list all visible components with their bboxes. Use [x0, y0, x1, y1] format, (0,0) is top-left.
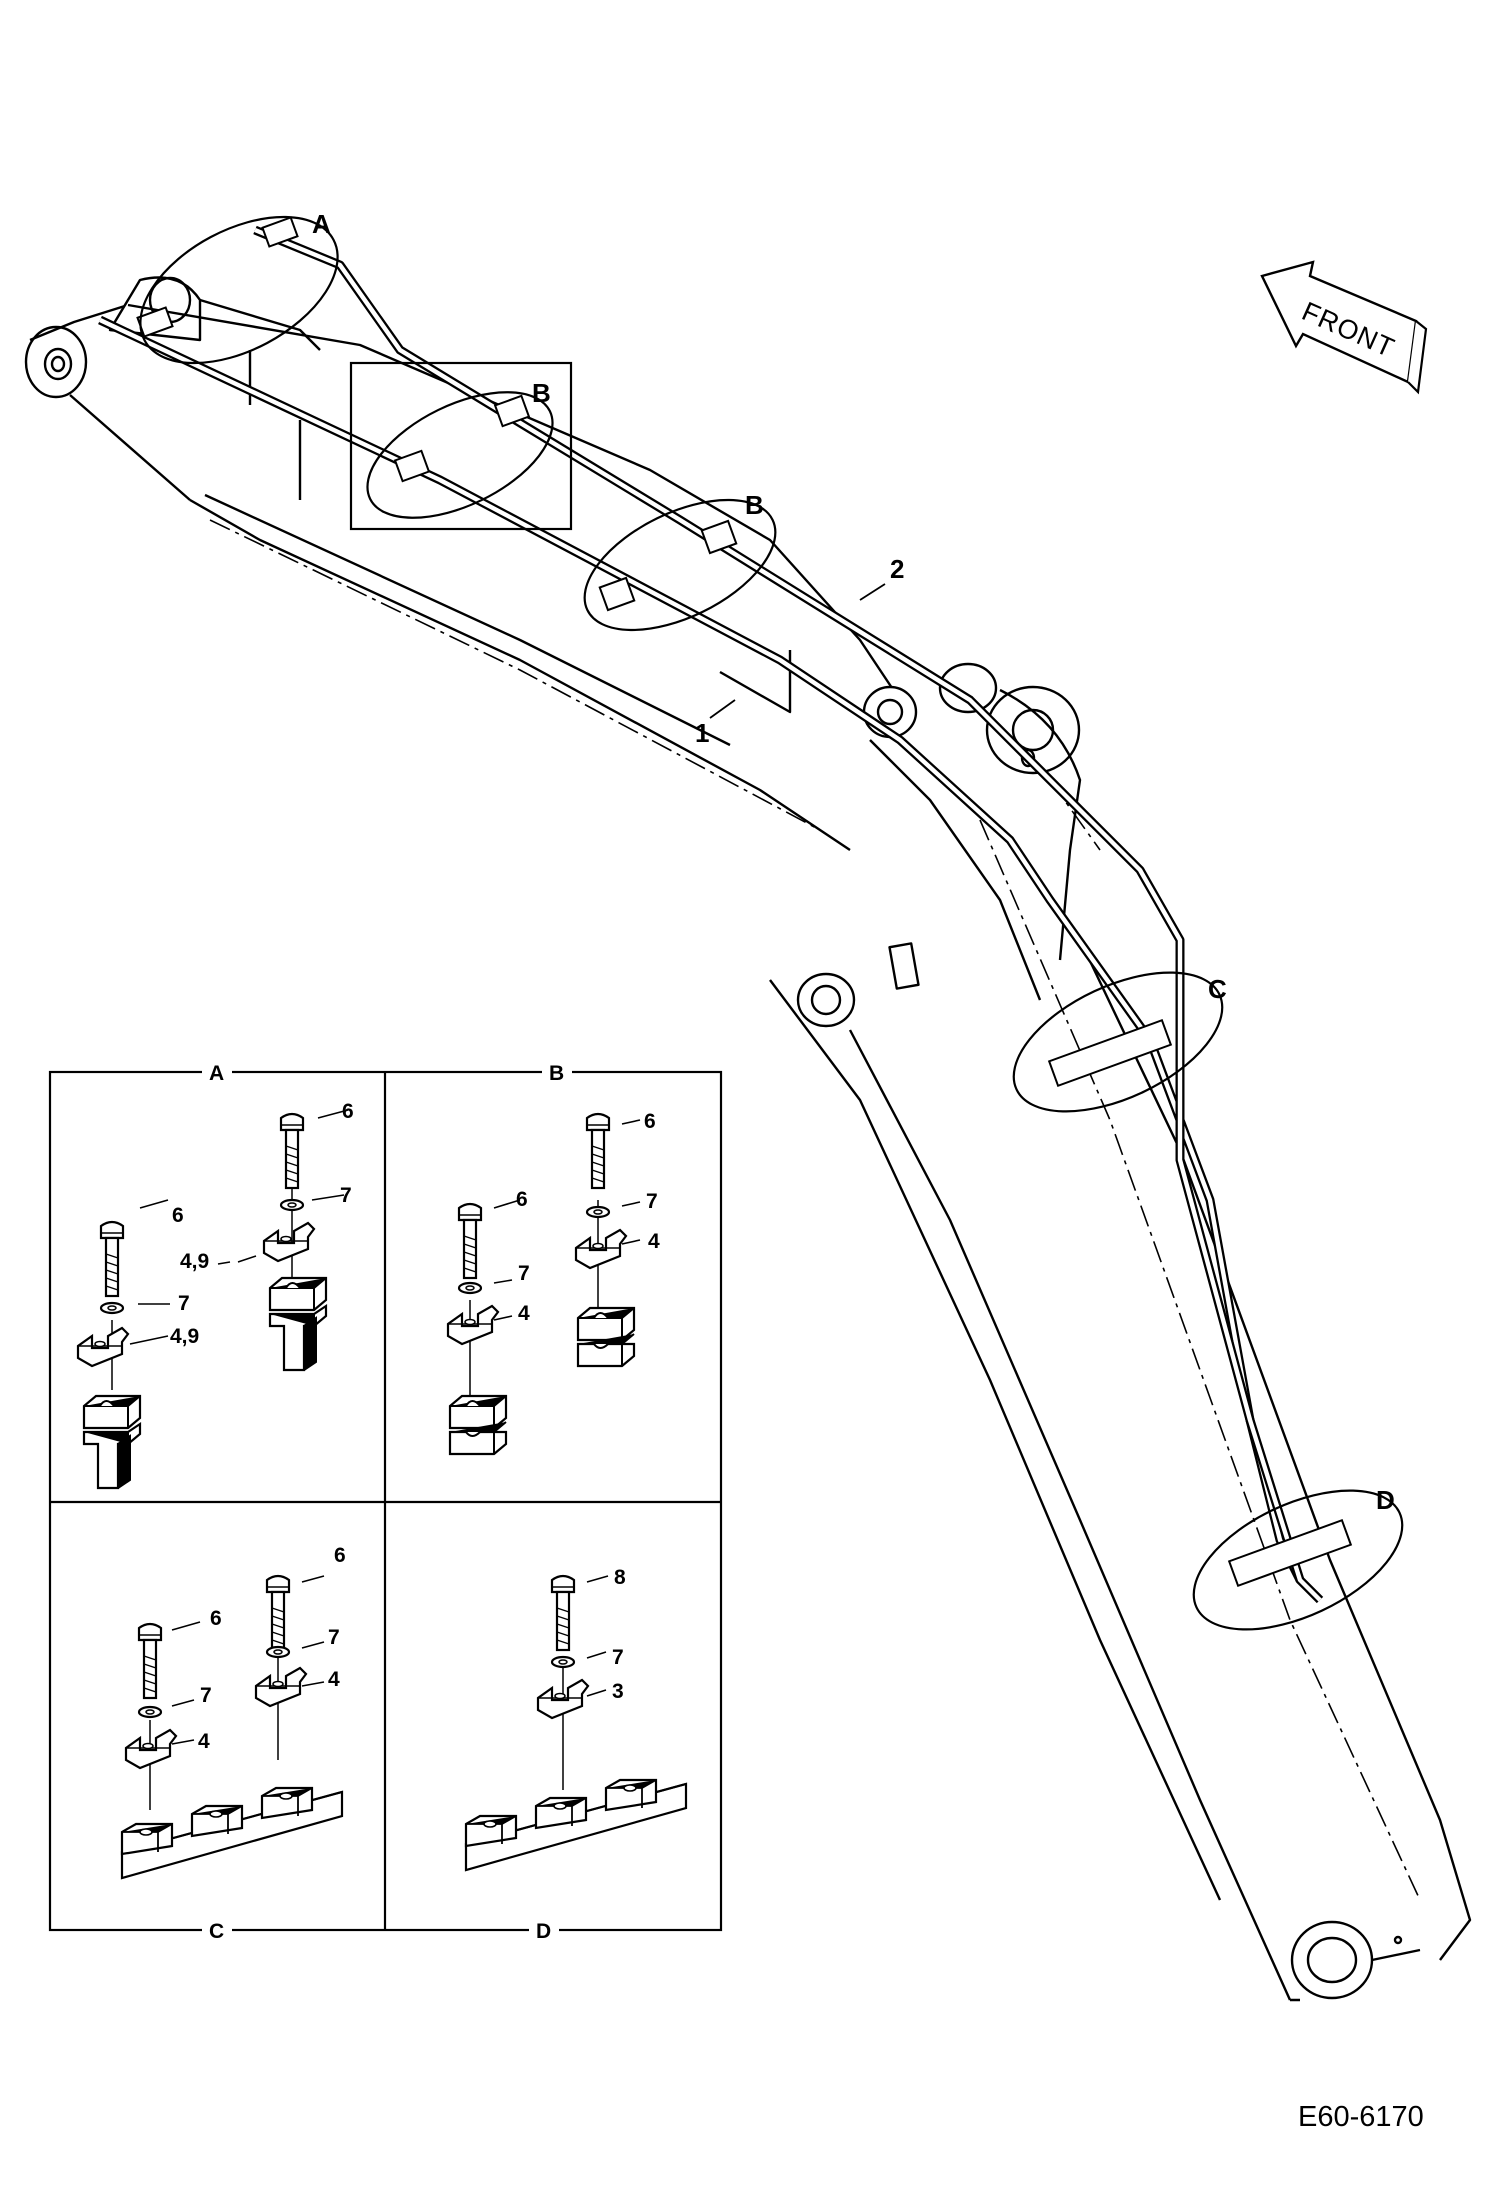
- inset-b-bolt-right: 6: [644, 1110, 656, 1133]
- inset-c-bolt-left: 6: [210, 1607, 222, 1630]
- inset-a-washer-right: 7: [340, 1184, 352, 1207]
- inset-a-washer-left: 7: [178, 1292, 190, 1315]
- inset-c-title: C: [209, 1920, 224, 1943]
- hydraulic-pipe-2: [253, 225, 1324, 1604]
- inset-d-washer: 7: [612, 1646, 624, 1669]
- part-label-1: 1: [695, 718, 709, 748]
- inset-c-washer-left: 7: [200, 1684, 212, 1707]
- inset-b-washer-right: 7: [646, 1190, 658, 1213]
- inset-c-clamp-left: 4: [198, 1730, 210, 1753]
- inset-a-bolt-left: 6: [172, 1204, 184, 1227]
- boom-arm: [24, 276, 1472, 2002]
- inset-a-clamp-right: 4,9: [180, 1250, 209, 1273]
- inset-b-clamp-right: 4: [648, 1230, 660, 1253]
- inset-d-clamp: 3: [612, 1680, 624, 1703]
- inset-a-bolt-right: 6: [342, 1100, 354, 1123]
- inset-d-title: D: [536, 1920, 551, 1943]
- inset-a-title: A: [209, 1062, 224, 1085]
- inset-b: [446, 1112, 641, 1456]
- callout-b1: B: [532, 378, 551, 408]
- inset-b-washer-left: 7: [518, 1262, 530, 1285]
- callout-b2: B: [745, 490, 764, 520]
- detail-ring-a: [139, 215, 339, 365]
- detail-ring-c: [1012, 971, 1224, 1113]
- drawing-code: E60-6170: [1298, 2101, 1424, 2133]
- inset-a-clamp-left: 4,9: [170, 1325, 199, 1348]
- inset-c-clamp-right: 4: [328, 1668, 340, 1691]
- hydraulic-pipe-1: [98, 315, 1305, 1583]
- callout-c: C: [1208, 974, 1227, 1004]
- detail-inset-panel: [48, 1070, 723, 1932]
- detail-ring-d: [1192, 1489, 1404, 1631]
- front-direction-arrow: FRONT: [1260, 260, 1428, 395]
- inset-a: [76, 1109, 349, 1490]
- inset-c-bolt-right: 6: [334, 1544, 346, 1567]
- inset-c: [120, 1574, 344, 1880]
- part-label-2: 2: [890, 554, 904, 584]
- inset-d-bolt: 8: [614, 1566, 626, 1589]
- inset-d: [464, 1574, 688, 1872]
- detail-box-b: [349, 361, 573, 531]
- inset-c-washer-right: 7: [328, 1626, 340, 1649]
- inset-b-title: B: [549, 1062, 564, 1085]
- inset-b-bolt-left: 6: [516, 1188, 528, 1211]
- callout-d: D: [1376, 1485, 1395, 1515]
- callout-a: A: [312, 209, 331, 239]
- inset-b-clamp-left: 4: [518, 1302, 530, 1325]
- detail-ring-b2: [583, 498, 777, 632]
